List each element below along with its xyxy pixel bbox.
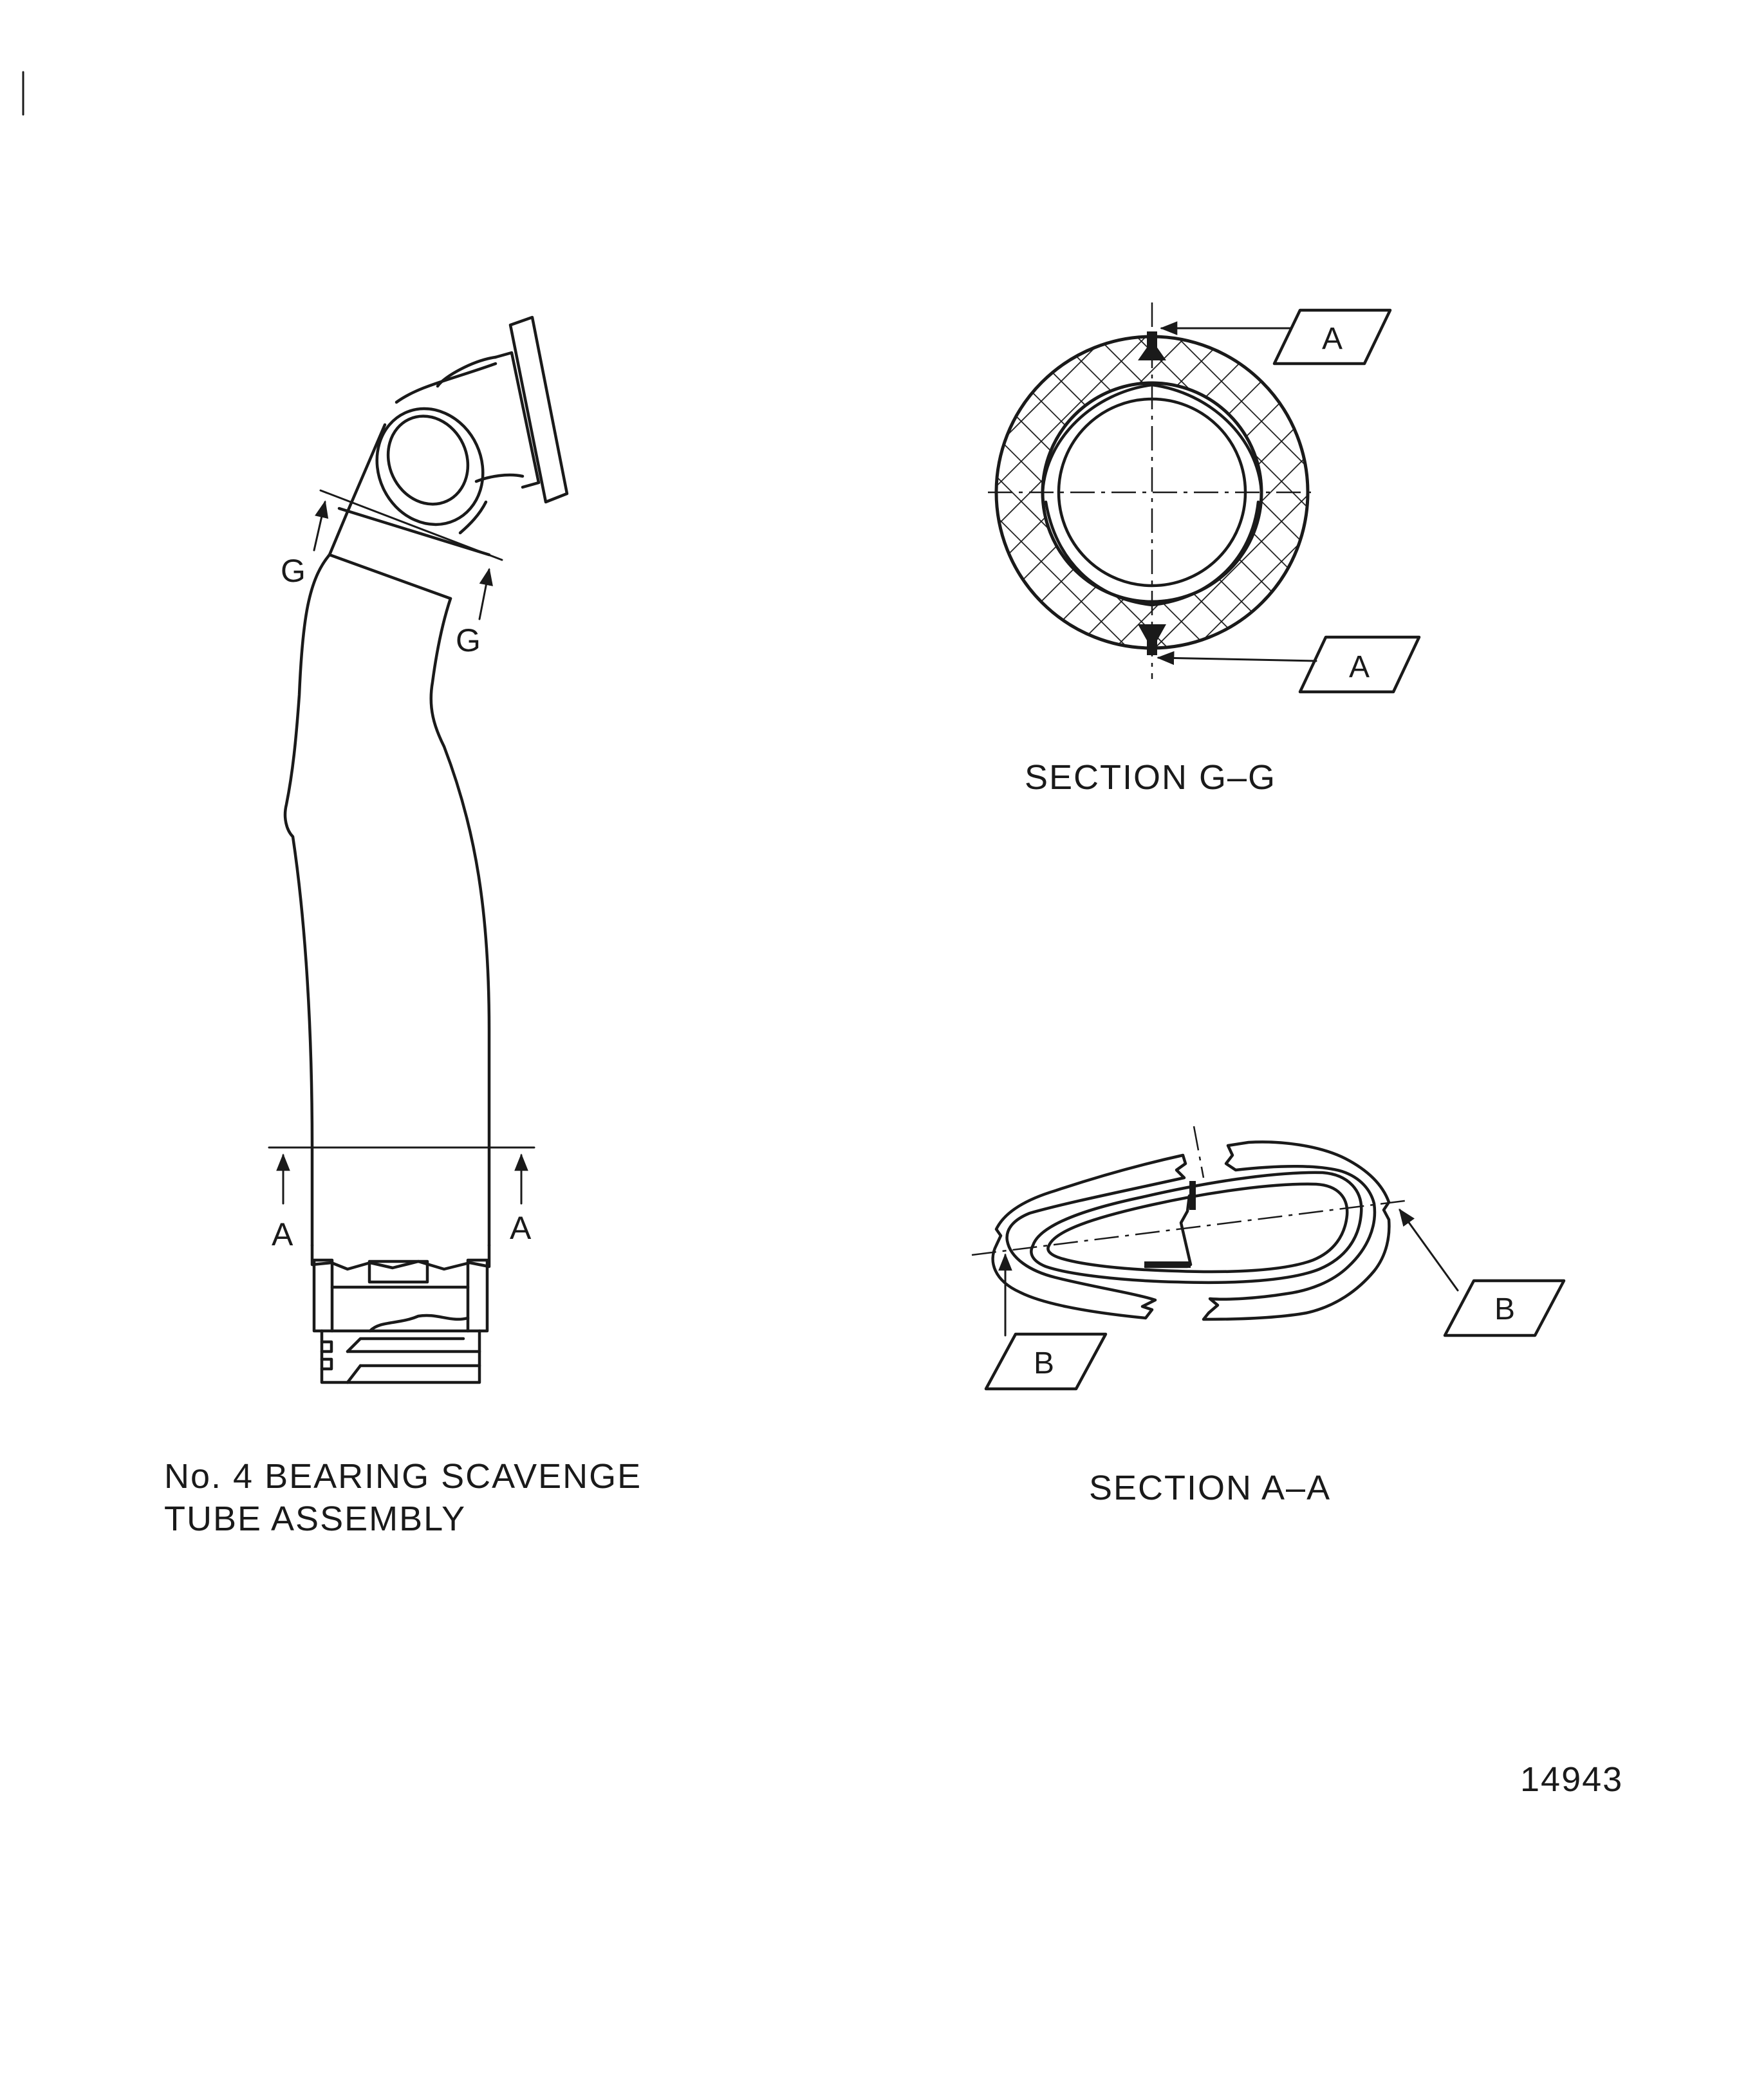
tube-body bbox=[283, 553, 491, 1247]
section-a-mark-left: A bbox=[272, 1216, 293, 1252]
weld-callout-left-box bbox=[984, 1332, 1108, 1391]
section-g-g-view: A A SECTION G–G bbox=[988, 302, 1421, 797]
section-g-mark-left: G bbox=[281, 553, 306, 589]
section-a-tube-outer bbox=[1030, 1171, 1363, 1285]
section-a-sleeve-right bbox=[1202, 1140, 1391, 1321]
section-a-caption: SECTION A–A bbox=[1089, 1469, 1331, 1507]
weld-callout-bottom-label: A bbox=[1349, 650, 1370, 684]
section-g-caption: SECTION G–G bbox=[1025, 758, 1276, 797]
tube-collar bbox=[328, 506, 491, 600]
section-line-a: A A bbox=[268, 1146, 535, 1252]
figure-number: 14943 bbox=[1520, 1760, 1623, 1799]
weld-callout-top-label: A bbox=[1322, 322, 1343, 356]
weld-callout-top-box bbox=[1272, 308, 1392, 366]
tube-assembly-caption-line1: No. 4 BEARING SCAVENGE bbox=[164, 1457, 642, 1496]
tube-elbow bbox=[346, 362, 525, 535]
section-a-a-view: B B SECTION A–A bbox=[971, 1126, 1566, 1507]
section-a-sleeve-left bbox=[991, 1153, 1187, 1320]
scavenge-tube-view: G G A A bbox=[164, 315, 642, 1538]
weld-callout-right-label: B bbox=[1494, 1292, 1515, 1326]
weld-callout-right-box bbox=[1443, 1279, 1566, 1337]
tube-assembly-caption-line2: TUBE ASSEMBLY bbox=[164, 1500, 466, 1538]
tube-end-fitting bbox=[310, 1243, 491, 1384]
section-a-mark-right: A bbox=[510, 1210, 532, 1246]
section-g-mark-right: G bbox=[456, 622, 481, 658]
weld-callout-left-label: B bbox=[1034, 1346, 1054, 1380]
section-line-g: G G bbox=[281, 489, 503, 658]
weld-callout-bottom-box bbox=[1298, 635, 1421, 694]
section-a-tube-inner bbox=[1046, 1182, 1349, 1274]
